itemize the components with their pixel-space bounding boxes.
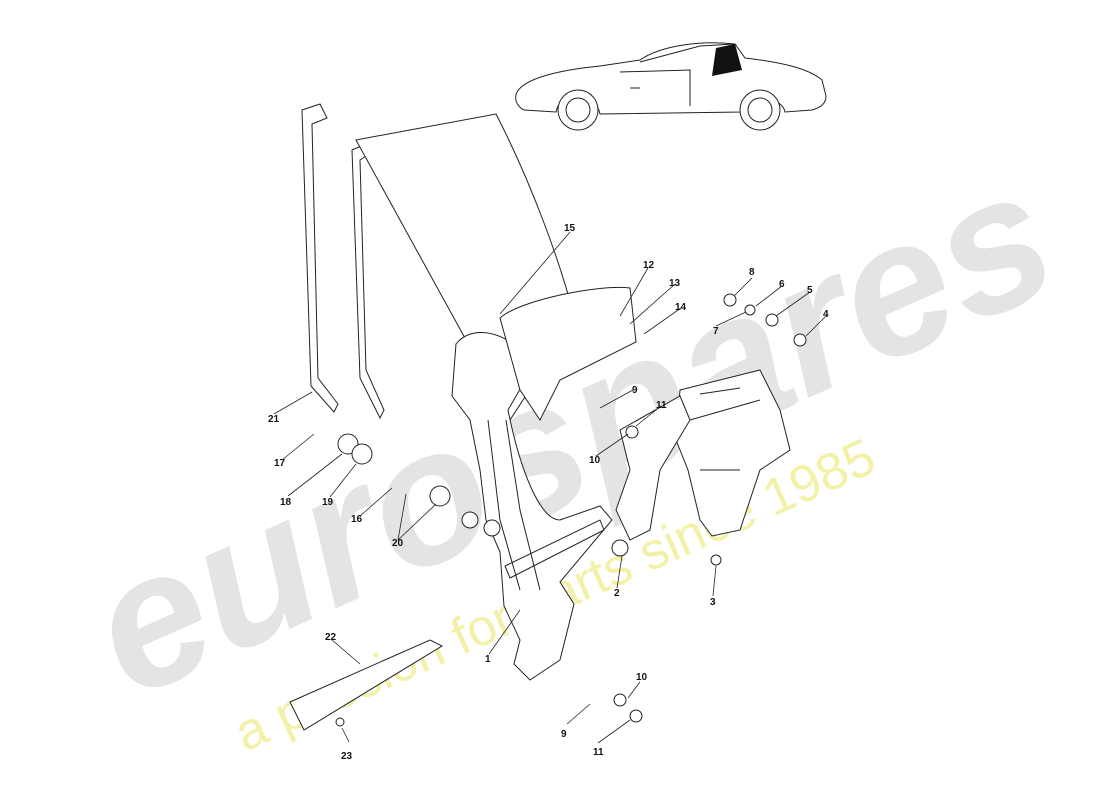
window-highlight [712, 44, 742, 76]
callout-11-upper: 11 [656, 400, 667, 411]
callout-7: 7 [713, 326, 719, 337]
callout-14: 14 [675, 302, 687, 313]
regulator-frame [451, 332, 613, 681]
callout-12: 12 [643, 260, 655, 271]
callout-2: 2 [614, 588, 620, 599]
callout-5: 5 [807, 285, 813, 296]
callout-13: 13 [669, 278, 681, 289]
callout-18: 18 [280, 497, 292, 508]
callout-11-lower: 11 [593, 747, 604, 758]
bracket [499, 286, 637, 421]
callout-20: 20 [392, 538, 404, 549]
callout-9-lower: 9 [561, 729, 567, 740]
callout-9-upper: 9 [632, 385, 638, 396]
callout-1: 1 [485, 654, 491, 665]
callout-6: 6 [779, 279, 785, 290]
leader-lines [273, 231, 827, 744]
callout-22: 22 [325, 632, 337, 643]
callout-10-lower: 10 [636, 672, 648, 683]
callout-3: 3 [710, 597, 716, 608]
callout-10-upper: 10 [589, 455, 601, 466]
callout-16: 16 [351, 514, 363, 525]
watermark-brand: eurospares [60, 127, 1082, 737]
callout-15: 15 [564, 223, 576, 234]
car-illustration [515, 42, 827, 131]
callout-17: 17 [274, 458, 286, 469]
callout-8: 8 [749, 267, 755, 278]
hardware [335, 293, 807, 727]
callout-labels: 1 2 3 4 5 6 7 8 9 9 10 10 11 11 12 13 14… [268, 223, 829, 762]
channel-strip [289, 639, 444, 731]
callout-23: 23 [341, 751, 353, 762]
callout-4: 4 [823, 309, 829, 320]
callout-19: 19 [322, 497, 334, 508]
callout-21: 21 [268, 414, 280, 425]
